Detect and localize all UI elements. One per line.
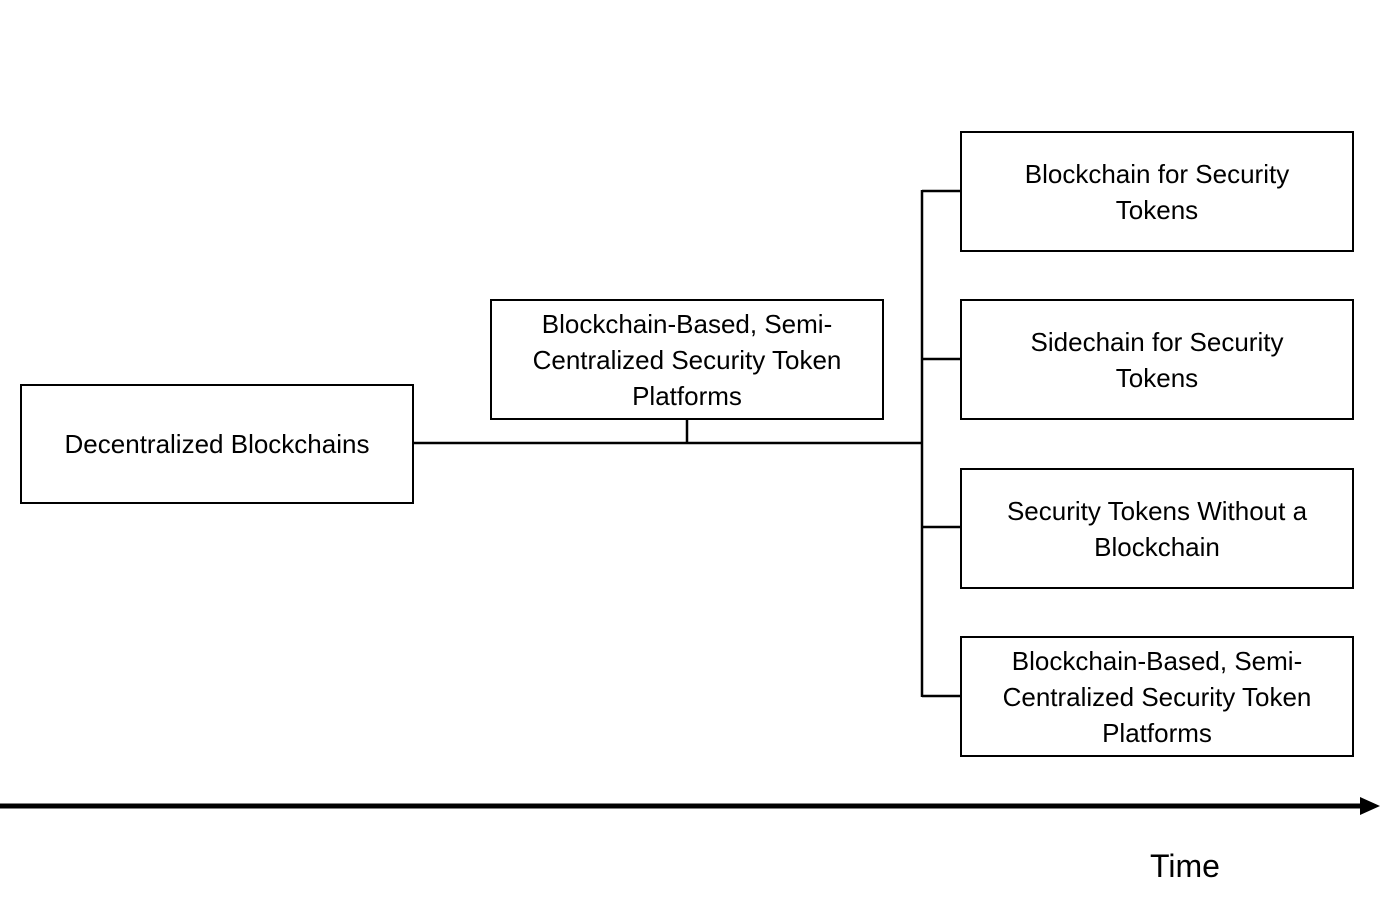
node-security-tokens-without-blockchain: Security Tokens Without a Blockchain — [960, 468, 1354, 589]
node-label: Security Tokens Without a Blockchain — [1006, 495, 1308, 562]
node-decentralized-blockchains: Decentralized Blockchains — [20, 384, 414, 504]
node-label: Decentralized Blockchains — [64, 429, 370, 459]
node-semi-centralized-middle: Blockchain-Based, Semi-Centralized Secur… — [490, 299, 884, 420]
node-label: Blockchain for Security Tokens — [1024, 158, 1290, 225]
time-arrowhead-icon — [1360, 797, 1380, 815]
node-sidechain-for-security-tokens: Sidechain for Security Tokens — [960, 299, 1354, 420]
node-blockchain-for-security-tokens: Blockchain for Security Tokens — [960, 131, 1354, 252]
node-label: Blockchain-Based, Semi-Centralized Secur… — [532, 308, 842, 411]
node-semi-centralized-right: Blockchain-Based, Semi-Centralized Secur… — [960, 636, 1354, 757]
node-label: Blockchain-Based, Semi-Centralized Secur… — [1002, 645, 1312, 748]
time-axis-label: Time — [1150, 848, 1220, 884]
node-label: Sidechain for Security Tokens — [1030, 326, 1284, 393]
